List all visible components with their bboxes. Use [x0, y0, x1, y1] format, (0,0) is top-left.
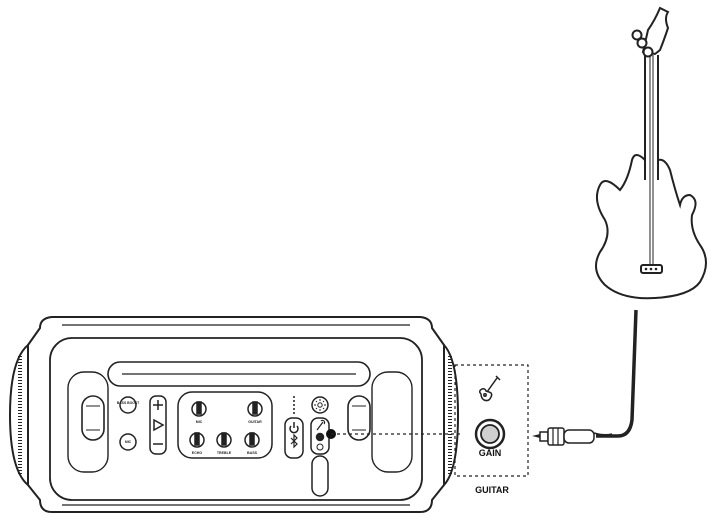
electric-guitar [595, 6, 707, 300]
bass-boost-label: BASS BOOST [117, 401, 140, 405]
speaker-left-handle [81, 395, 105, 441]
guitar-input-callout [454, 364, 529, 477]
plus-icon [153, 400, 163, 410]
guitar-body [595, 154, 707, 300]
bass-knob[interactable] [244, 432, 260, 448]
play-icon [153, 418, 165, 432]
treble-knob-label: TREBLE [217, 451, 232, 455]
speaker-left-grill [8, 344, 29, 486]
echo-knob[interactable] [189, 432, 205, 448]
mic-knob[interactable] [191, 401, 207, 417]
input-column [310, 396, 330, 497]
mic-button-label: MIC [125, 440, 132, 444]
port-cover-flap[interactable] [311, 455, 329, 497]
mic-knob-label: MIC [196, 420, 203, 424]
gain-label: GAIN [479, 448, 502, 458]
power-bt-column [284, 396, 304, 459]
guitar-jack-port[interactable] [315, 432, 325, 442]
mic-button[interactable] [119, 433, 137, 451]
guitar-icon [478, 375, 501, 402]
knob-panel [177, 391, 273, 459]
light-icon [314, 399, 326, 411]
instrument-cable [532, 309, 638, 446]
bluetooth-icon[interactable] [290, 433, 298, 449]
guitar-knob[interactable] [247, 401, 263, 417]
power-icon[interactable] [289, 422, 299, 434]
speaker-buttons [119, 395, 167, 455]
battery-indicator [293, 396, 295, 414]
guitar-neck [644, 55, 659, 180]
gain-jack[interactable] [474, 418, 506, 450]
treble-knob[interactable] [216, 432, 232, 448]
light-button[interactable] [311, 396, 329, 414]
guitar-knob-label: GUITAR [248, 420, 262, 424]
speaker-right-handle [347, 395, 371, 441]
microphone-icon [316, 419, 326, 431]
bass-knob-label: BASS [247, 451, 258, 455]
guitar-headstock [641, 6, 670, 56]
power-bt-buttons [284, 417, 304, 459]
speaker-right-grill [443, 344, 460, 486]
volume-play-rocker[interactable] [149, 395, 167, 455]
speaker-body [27, 316, 445, 513]
speaker [8, 316, 460, 513]
echo-knob-label: ECHO [192, 451, 203, 455]
callout-caption: GUITAR [475, 485, 509, 495]
speaker-control-panel [49, 337, 423, 501]
bass-boost-button[interactable] [119, 396, 137, 414]
speaker-top-slot [107, 361, 371, 387]
